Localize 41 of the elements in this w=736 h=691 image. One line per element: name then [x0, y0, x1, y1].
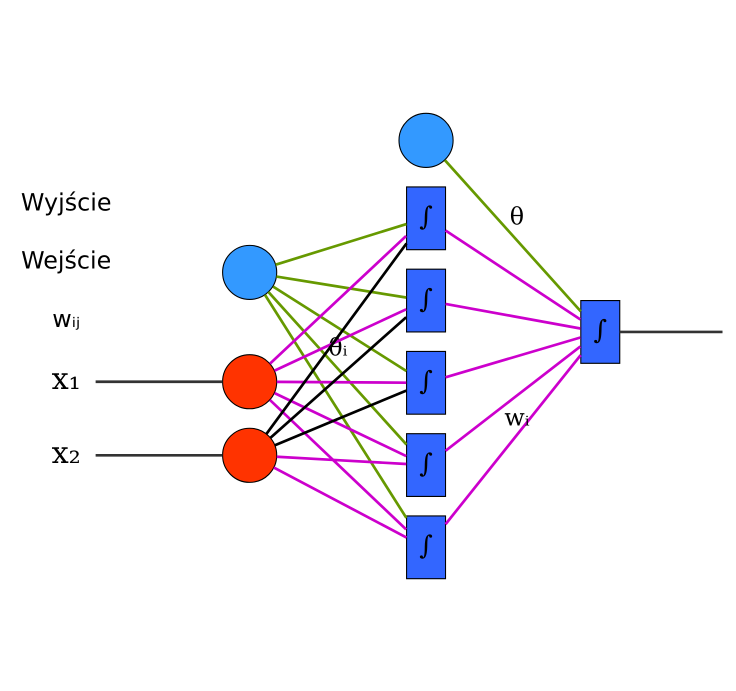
node-circle: [222, 427, 278, 482]
connector: [444, 158, 582, 312]
connector: [267, 290, 408, 445]
node-circle: [222, 244, 278, 300]
connector: [620, 330, 723, 333]
node-box: ∫: [580, 300, 620, 364]
connector: [445, 336, 581, 378]
connector: [96, 380, 222, 383]
connector: [269, 398, 408, 530]
connector: [276, 380, 406, 384]
node-circle: [398, 112, 454, 168]
connector: [272, 284, 408, 372]
node-box: ∫: [406, 186, 446, 250]
connector: [264, 294, 408, 518]
connector: [274, 308, 407, 372]
connector: [445, 302, 581, 330]
node-box: ∫: [406, 514, 446, 579]
node-text: x₂: [52, 435, 81, 470]
connector: [274, 391, 407, 457]
connector: [444, 344, 582, 452]
connector: [96, 453, 222, 456]
node-box: ∫: [406, 432, 446, 496]
node-box: ∫: [406, 350, 446, 414]
connector: [276, 454, 406, 465]
label: Wejście: [21, 246, 112, 274]
node-box: ∫: [406, 268, 446, 332]
label: Wyjście: [20, 188, 112, 216]
connector: [269, 316, 408, 438]
node-text: x₁: [52, 362, 81, 397]
edge-label: θ: [510, 202, 524, 230]
connector: [274, 388, 407, 446]
connector: [265, 242, 408, 434]
connector: [276, 274, 406, 298]
connector: [269, 234, 408, 364]
connector: [273, 466, 408, 538]
edge-label: wᵢ: [504, 403, 530, 432]
label: wᵢⱼ: [52, 304, 80, 333]
connector: [275, 222, 407, 266]
connector: [444, 228, 582, 320]
node-circle: [222, 354, 278, 409]
connector: [444, 354, 582, 525]
